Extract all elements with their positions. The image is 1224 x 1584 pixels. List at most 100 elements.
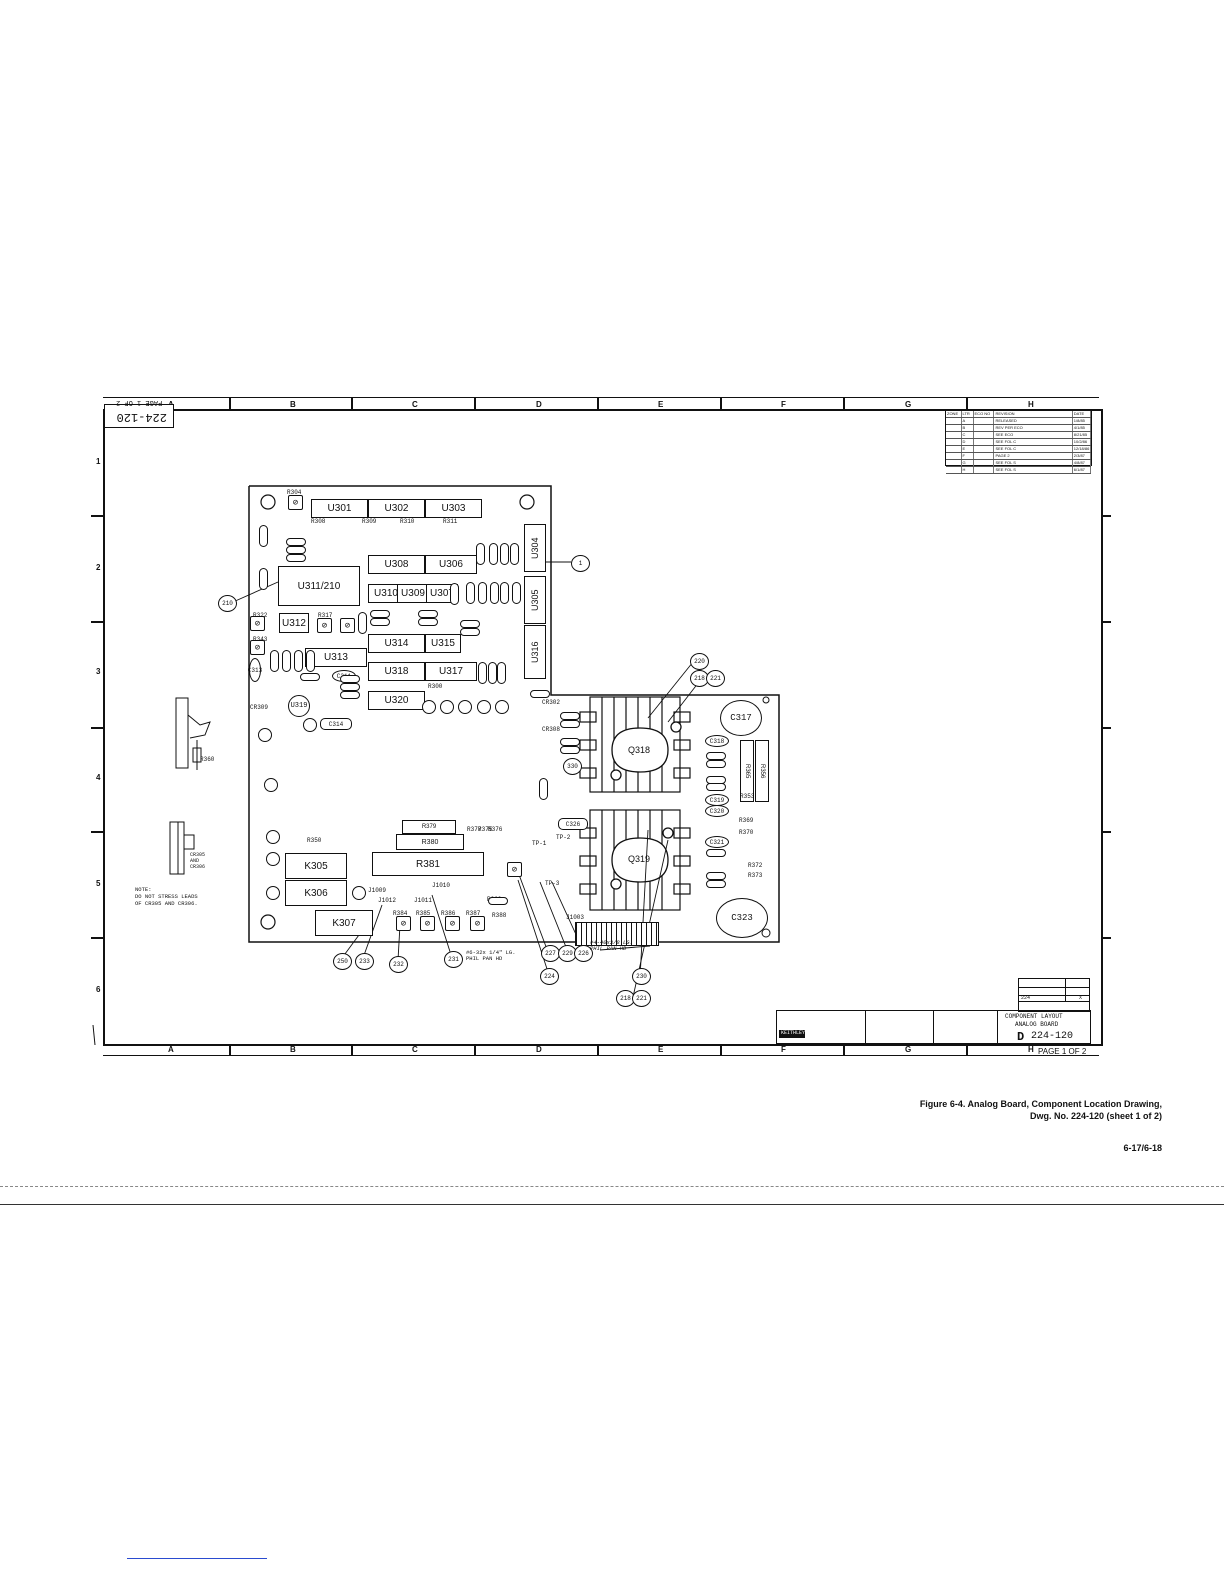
revision-cell: REV PER ECO <box>994 425 1073 431</box>
small-transistor <box>440 700 454 714</box>
resistor-vertical <box>306 650 315 672</box>
resistor-small <box>560 738 580 746</box>
right-row-tick <box>1099 831 1111 833</box>
row-label-left-6: 6 <box>96 985 101 994</box>
mount-hole-tr <box>519 494 535 510</box>
resistor-small <box>418 610 438 618</box>
row-label-left-2: 2 <box>96 563 101 572</box>
right-row-tick <box>1099 937 1111 939</box>
resistor-vertical <box>500 582 509 604</box>
resistor-vertical <box>512 582 521 604</box>
resistor-small <box>706 760 726 768</box>
resistor-small <box>560 720 580 728</box>
revision-cell: LTR <box>962 411 974 417</box>
page-of-label: PAGE 1 OF 2 <box>1038 1047 1087 1056</box>
revision-cell: REVISION <box>994 411 1073 417</box>
revision-cell <box>974 446 995 452</box>
q319-outline <box>610 827 674 890</box>
small-transistor <box>495 700 509 714</box>
zone-label-bottom-d: D <box>536 1045 542 1054</box>
resistor-r365: R365 <box>740 740 754 802</box>
page-separator-dashed <box>0 1186 1224 1187</box>
caption-line-2: Dwg. No. 224-120 (sheet 1 of 2) <box>1029 1111 1162 1121</box>
top-zone-tick <box>720 398 722 410</box>
small-transistor <box>266 886 280 900</box>
right-row-tick <box>1099 515 1111 517</box>
resistor-small <box>340 683 360 691</box>
revision-cell: 12/18/86 <box>1073 446 1091 452</box>
q318-outline <box>610 721 682 781</box>
label-cr308: CR308 <box>542 726 561 733</box>
label-tp-3: TP-3 <box>545 880 560 887</box>
revision-cell: SEE FOL C <box>994 446 1073 452</box>
mount-hole-bl <box>260 914 276 930</box>
label-r387: R387 <box>466 910 481 917</box>
ic-u303: U303 <box>425 499 482 518</box>
trimmer-pot: ⊘ <box>396 916 411 931</box>
top-zone-tick <box>597 398 599 410</box>
small-transistor <box>266 830 280 844</box>
revision-cell <box>974 453 995 459</box>
parts-stamp-cell-2: X <box>1079 995 1083 1001</box>
label-r369: R369 <box>739 817 754 824</box>
revision-cell: 4/1/85 <box>1073 425 1091 431</box>
resistor-small <box>300 673 320 681</box>
label-r308: R308 <box>311 518 326 525</box>
mount-hole-tl <box>260 494 276 510</box>
label-r385: R385 <box>416 910 431 917</box>
cap-c321: C321 <box>705 836 729 848</box>
resistor-small <box>560 712 580 720</box>
resistor-small <box>706 880 726 888</box>
resistor-vertical <box>497 662 506 684</box>
callout-227: 227 <box>541 945 560 962</box>
board-outline <box>248 485 780 943</box>
label-r310: R310 <box>400 518 415 525</box>
label-r353: R353 <box>740 793 755 800</box>
label-r375: R375 <box>478 826 493 833</box>
parts-stamp-cell-1: 224 <box>1021 995 1031 1001</box>
resistor-vertical <box>466 582 475 604</box>
label-j1012: J1012 <box>378 897 397 904</box>
resistor-vertical <box>478 582 487 604</box>
label-j1003: J1003 <box>566 914 585 921</box>
bottom-zone-tick <box>229 1043 231 1055</box>
resistor-vertical <box>476 543 485 565</box>
revision-cell: 6/1/87 <box>1073 467 1091 473</box>
row-label-left-1: 1 <box>96 457 101 466</box>
resistor-vertical <box>478 662 487 684</box>
zone-label-top-e: E <box>658 400 664 409</box>
revision-cell: ECO NO <box>974 411 995 417</box>
label-j1009: J1009 <box>368 887 387 894</box>
page-number: 6-17/6-18 <box>1123 1143 1162 1153</box>
revision-cell <box>946 460 962 466</box>
ic-u312: U312 <box>279 613 309 633</box>
zone-label-bottom-b: B <box>290 1045 296 1054</box>
ic-u320: U320 <box>368 691 425 710</box>
resistor-vertical <box>490 582 499 604</box>
ic-u309: U309 <box>397 584 429 603</box>
trimmer-pot: ⊘ <box>340 618 355 633</box>
revision-cell: RELEASED <box>994 418 1073 424</box>
revision-cell <box>974 425 995 431</box>
ic-u306: U306 <box>425 555 477 574</box>
cap-c326: C326 <box>558 818 588 830</box>
callout-229: 229 <box>558 945 577 962</box>
zone-label-bottom-g: G <box>905 1045 912 1054</box>
resistor-r379: R379 <box>402 820 456 834</box>
resistor-vertical <box>500 543 509 565</box>
resistor-small <box>460 628 480 636</box>
resistor-vertical <box>294 650 303 672</box>
title-line-2: ANALOG BOARD <box>1015 1021 1059 1028</box>
revision-cell: SEE FOL C <box>994 439 1073 445</box>
callout-221-lower: 221 <box>632 990 651 1007</box>
label-r370: R370 <box>739 829 754 836</box>
side-sketch-upper <box>175 697 211 770</box>
revision-cell <box>946 467 962 473</box>
resistor-small <box>488 897 508 905</box>
revision-cell: 1/8/85 <box>1073 418 1091 424</box>
resistor-small <box>530 690 550 698</box>
callout-1: 1 <box>571 555 590 572</box>
